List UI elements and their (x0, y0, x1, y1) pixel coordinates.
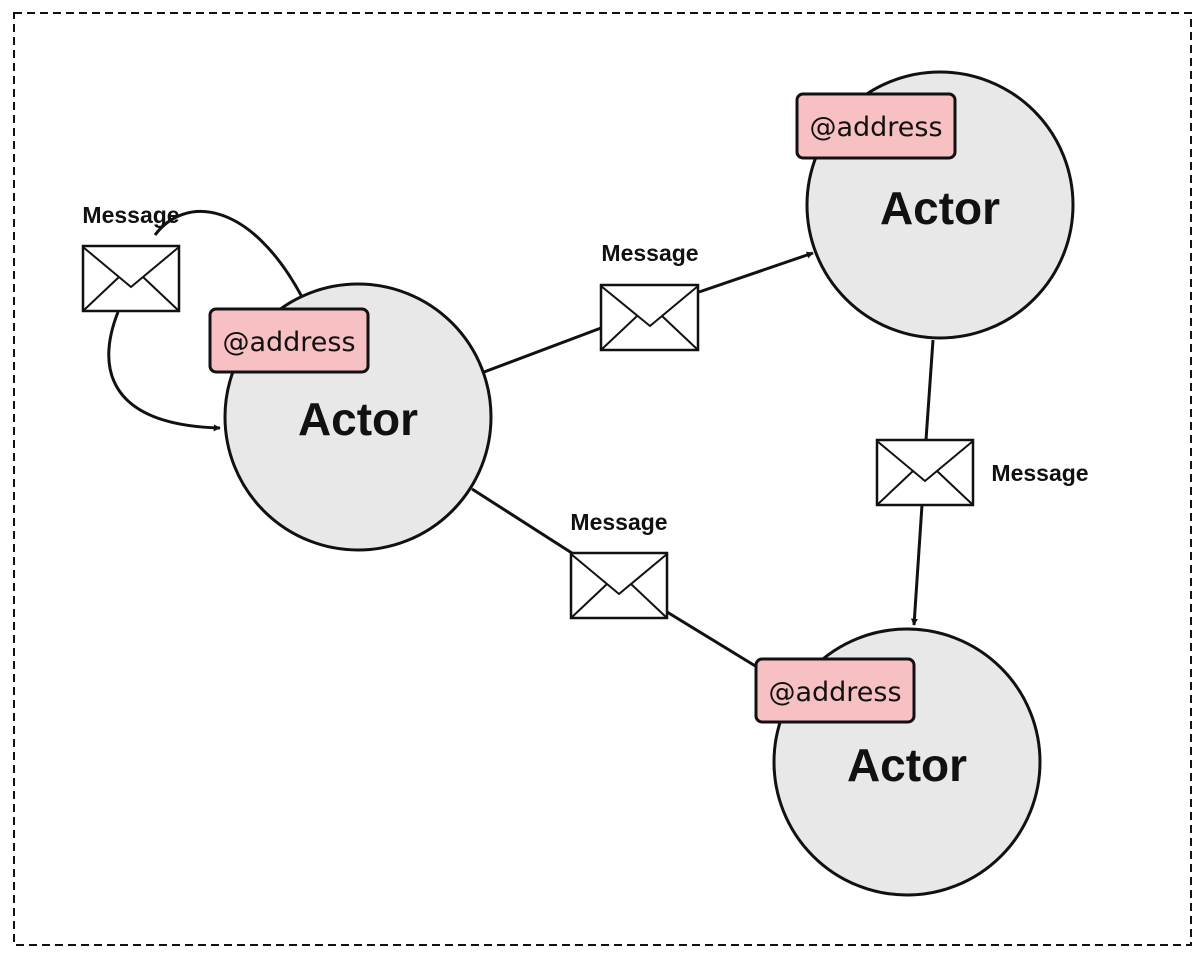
actor-node: Actor @address (754, 627, 1042, 897)
actor-node: Actor @address (795, 70, 1075, 340)
address-label: @address (222, 327, 355, 358)
edge-self-loop (107, 209, 304, 428)
message-node: Message (569, 509, 669, 620)
address-badge (795, 92, 957, 160)
edge-actor1-to-actor2 (483, 253, 813, 374)
edge-actor2-to-actor3 (914, 339, 935, 625)
message-label: Message (991, 460, 1088, 486)
envelope-icon (599, 283, 700, 352)
message-label: Message (570, 509, 667, 535)
message-label: Message (82, 202, 179, 228)
actor-label: Actor (880, 182, 1000, 234)
address-label: @address (809, 112, 942, 143)
message-node: Message (81, 202, 181, 313)
envelope-icon (81, 244, 181, 313)
edge-actor1-to-actor3 (471, 487, 758, 669)
actor-node: Actor @address (208, 282, 493, 552)
address-badge (754, 657, 916, 724)
message-node: Message (599, 240, 700, 352)
message-label: Message (601, 240, 698, 266)
address-badge (208, 307, 370, 374)
envelope-icon (875, 438, 975, 507)
actor-label: Actor (298, 393, 418, 445)
diagram-boundary (13, 12, 1192, 946)
actor-label: Actor (847, 739, 967, 791)
message-node: Message (875, 438, 1089, 507)
address-label: @address (768, 677, 901, 708)
envelope-icon (569, 551, 669, 620)
